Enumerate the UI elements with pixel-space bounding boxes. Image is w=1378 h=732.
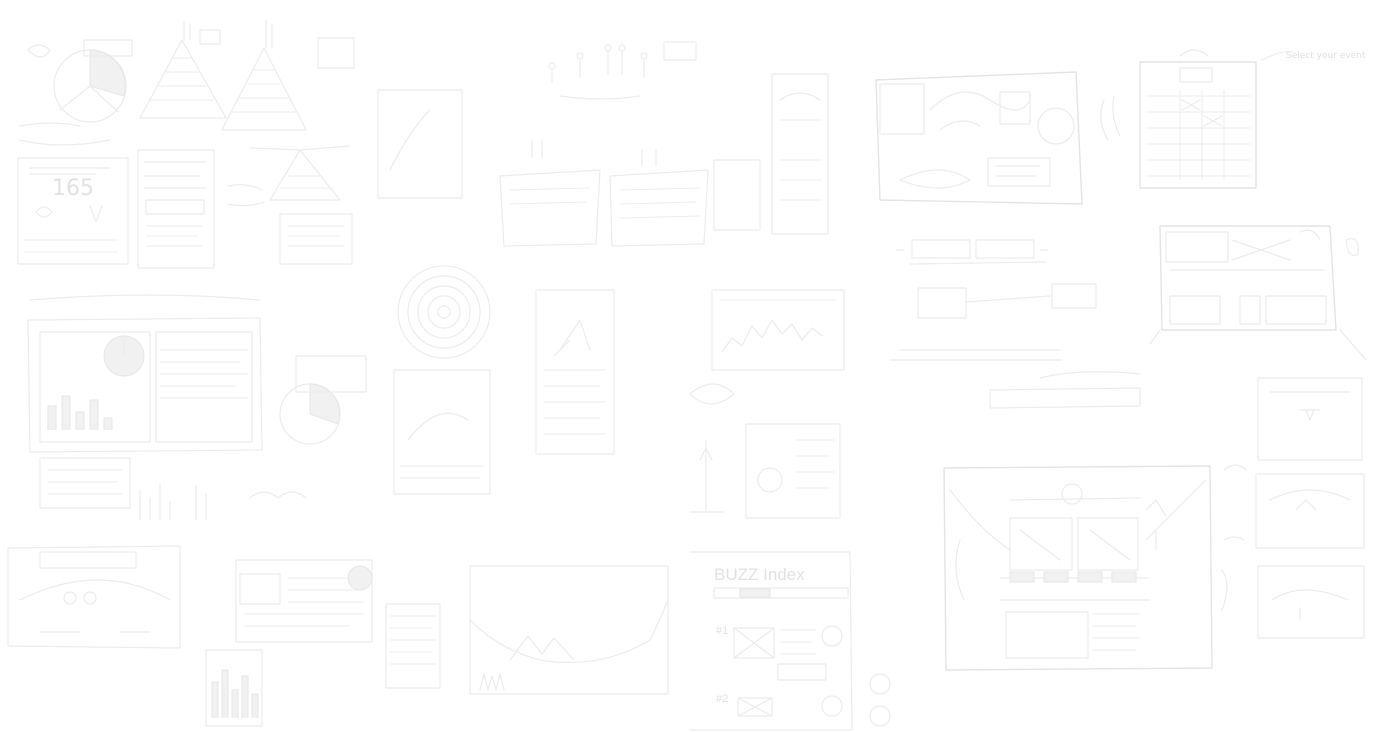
pie-chart-sketch-2	[280, 356, 366, 444]
chart-board-sketch	[28, 295, 262, 452]
hand-note-select-event: Select your event	[1286, 52, 1365, 61]
buzz-index-title: BUZZ Index	[714, 566, 805, 583]
rank-label-1: #1	[716, 626, 728, 637]
cyclist-card-sketch	[8, 546, 180, 648]
form-card-sketch	[138, 150, 214, 268]
rank-label-2: #2	[716, 694, 728, 705]
people-flow-sketch	[549, 42, 696, 99]
landscape-sketch	[470, 566, 668, 694]
page-wireframe-sketch	[1150, 226, 1366, 360]
big-number-165: 165	[52, 178, 94, 200]
tall-pyramid-sketch	[250, 146, 350, 200]
map-board-sketch	[876, 72, 1082, 204]
pyramid-sketch-2	[222, 20, 306, 130]
target-circles-sketch	[398, 266, 490, 358]
flow-diagram-sketch	[890, 240, 1140, 408]
dashboard-card-sketch	[18, 158, 128, 264]
event-grid-sketch	[1140, 50, 1292, 188]
pyramid-sketch-1	[140, 22, 226, 118]
journey-board-sketch	[944, 466, 1212, 670]
article-card-sketch	[236, 560, 372, 642]
